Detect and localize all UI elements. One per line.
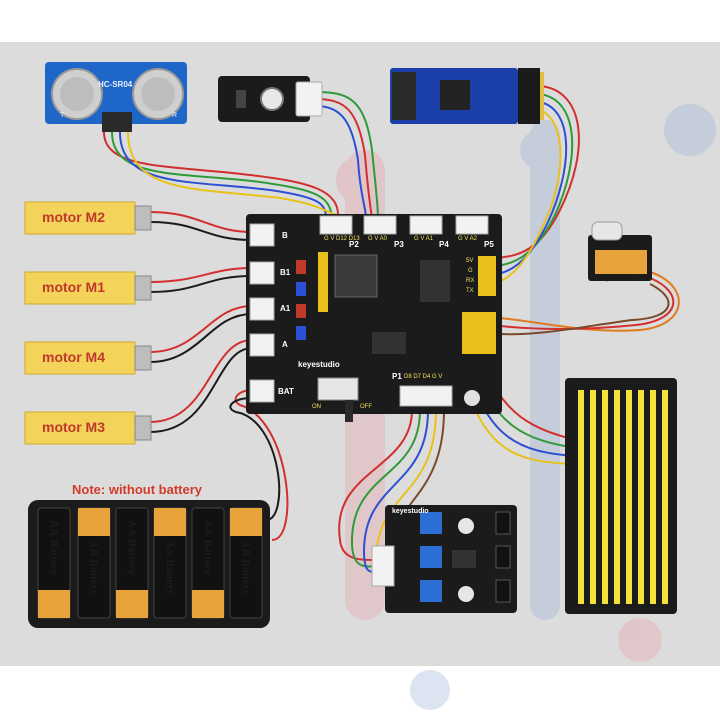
port-p1-label: P1 xyxy=(392,372,402,381)
battery-label-4: AA Battery xyxy=(164,540,176,596)
motor-port-b1-label: B1 xyxy=(280,268,291,277)
motor-m4 xyxy=(24,341,152,375)
p1-pins-label: D8 D7 D4 G V xyxy=(404,374,443,380)
p4-pins-label: G V A1 xyxy=(414,236,434,242)
switch-on-label: ON xyxy=(312,404,321,410)
motor-port-a1-label: A1 xyxy=(280,304,291,313)
ultrasonic-t-label: T xyxy=(60,112,65,119)
port-p2-label: P2 xyxy=(349,240,359,249)
bluetooth-module xyxy=(390,68,544,124)
board-brand-label: keyestudio xyxy=(298,360,340,369)
motor-port-b-label: B xyxy=(282,231,288,240)
battery-note: Note: without battery xyxy=(72,482,202,497)
battery-label-5: AA Battery xyxy=(202,520,214,576)
port-p5-label: P5 xyxy=(484,240,494,249)
switch-off-label: OFF xyxy=(360,404,372,410)
port-p3-label: P3 xyxy=(394,240,404,249)
motor-m2-label: motor M2 xyxy=(42,209,105,225)
ultrasonic-r-label: R xyxy=(172,112,178,119)
port-p4-label: P4 xyxy=(439,240,449,249)
motor-m3 xyxy=(24,411,152,445)
battery-box xyxy=(28,500,270,628)
header-pin-rx: RX xyxy=(466,278,475,284)
led-matrix xyxy=(565,378,677,614)
line-tracking-sensor xyxy=(371,505,517,613)
motor-port-bat-label: BAT xyxy=(278,387,294,396)
p3-pins-label: G V A0 xyxy=(368,236,388,242)
motor-m1-label: motor M1 xyxy=(42,279,105,295)
battery-label-2: AA Battery xyxy=(88,540,100,596)
ultrasonic-sensor xyxy=(45,62,187,132)
header-pin-5v: 5V xyxy=(466,258,474,264)
sensor-module-top xyxy=(218,76,323,122)
p2-pins-label: G V D12 D13 xyxy=(324,236,360,242)
header-pin-g: G xyxy=(468,268,473,274)
ultrasonic-model-label: HC-SR04 xyxy=(98,80,133,89)
motors xyxy=(24,201,152,445)
motor-m4-label: motor M4 xyxy=(42,349,105,365)
servo-brand-label: keyestudio xyxy=(600,276,629,282)
header-pin-tx: TX xyxy=(466,288,474,294)
sensor-brand-label: keyestudio xyxy=(392,508,429,515)
battery-label-1: AA Battery xyxy=(48,520,60,576)
battery-label-6: AA Battery xyxy=(240,540,252,596)
motor-m1 xyxy=(24,271,152,305)
driver-board xyxy=(246,214,502,422)
motor-m2 xyxy=(24,201,152,235)
servo xyxy=(588,221,652,281)
battery-label-3: AA Battery xyxy=(126,520,138,576)
motor-port-a-label: A xyxy=(282,340,288,349)
p5-pins-label: G V A2 xyxy=(458,236,478,242)
motor-m3-label: motor M3 xyxy=(42,419,105,435)
